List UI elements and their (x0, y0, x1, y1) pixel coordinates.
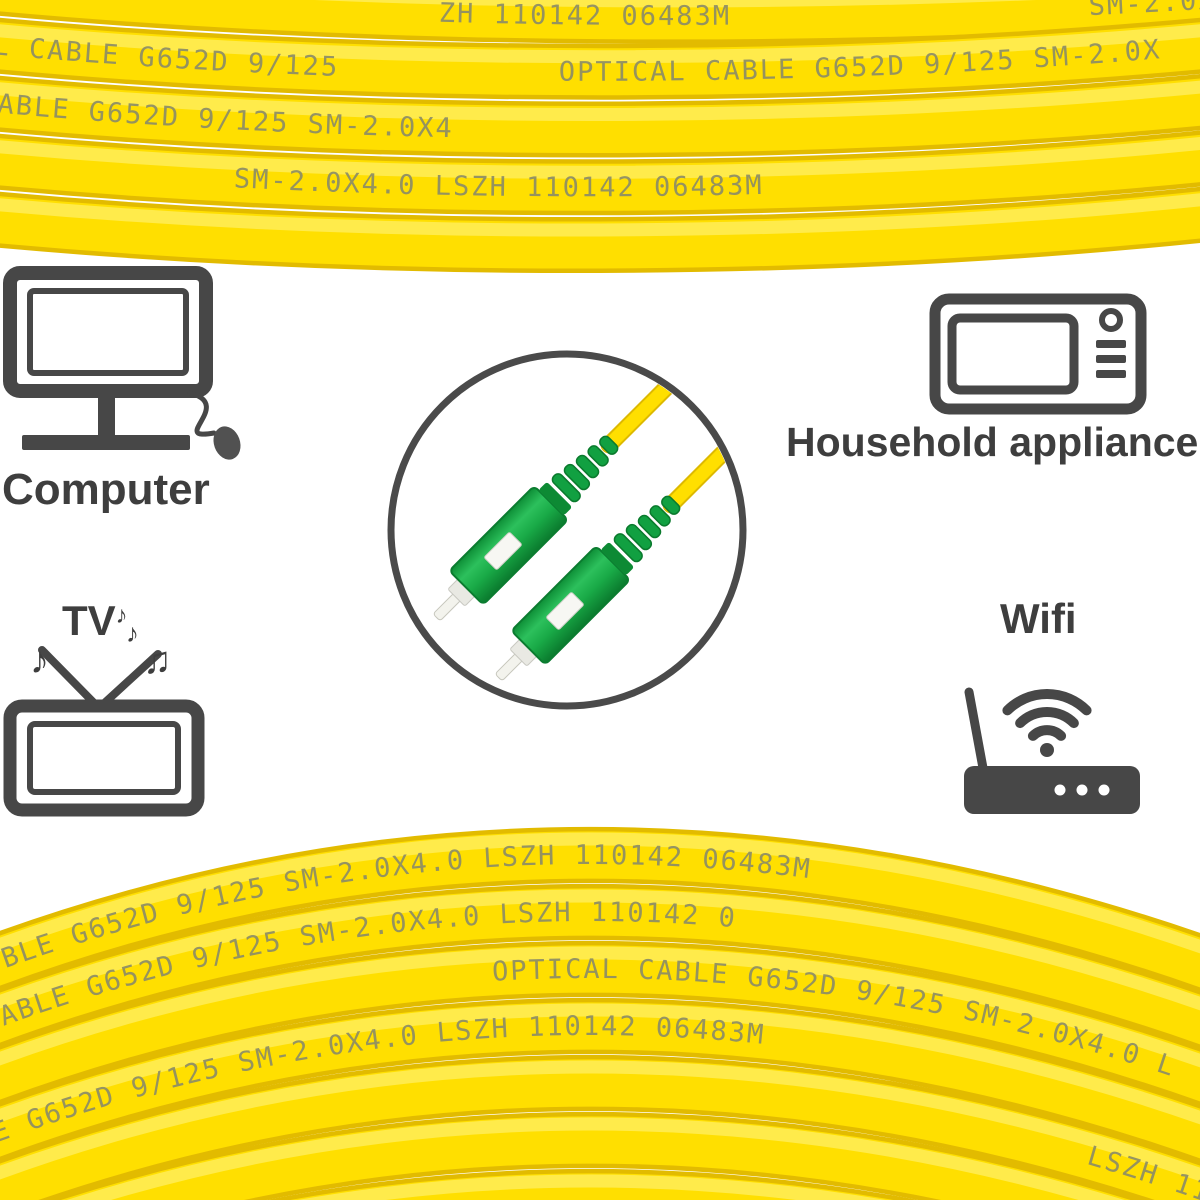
wifi-arc-outer (1002, 689, 1092, 716)
microwave-knob (1099, 308, 1123, 332)
router-body (964, 766, 1140, 814)
tv-label-text: TV (62, 597, 116, 644)
top-cable-coil: ZH 110142 06483M SM-2.0X AL CABLE G652D … (0, 0, 1200, 245)
wifi-router-icon (964, 687, 1140, 814)
tv-icon (3, 646, 205, 817)
tv-body (3, 699, 205, 817)
router-led (1054, 784, 1066, 796)
inset-circle-border (387, 350, 747, 710)
monitor-screen (27, 288, 189, 376)
music-note-icon: ♪ (30, 640, 49, 682)
svg-text:SM-2.0X: SM-2.0X (1088, 0, 1200, 22)
sc-apc-connector-lower (480, 358, 739, 696)
tv-screen (27, 721, 181, 795)
computer-monitor-icon (3, 266, 241, 460)
music-note-icon: ♪ (126, 618, 139, 648)
tv-antenna-left (38, 646, 103, 712)
tv-label: TV♪ (62, 600, 128, 642)
music-note-icon: ♪ (115, 602, 128, 629)
music-note-icon: ♫ (143, 640, 172, 682)
router-led (1076, 784, 1088, 796)
microwave-icon (929, 293, 1147, 415)
wifi-label: Wifi (1000, 595, 1077, 642)
microwave-body (929, 293, 1147, 415)
cable-marking-text: ZH 110142 06483M (438, 0, 729, 31)
router-antenna (964, 687, 988, 773)
router-led (1098, 784, 1110, 796)
computer-label: Computer (2, 465, 210, 514)
mouse-icon (213, 426, 241, 460)
microwave-button (1096, 355, 1126, 363)
monitor-stand (98, 391, 115, 435)
wifi-dot (1040, 743, 1054, 757)
mouse-cable (187, 390, 217, 437)
microwave-button (1096, 370, 1126, 378)
cable-marking-text: SM-2.0X (1088, 0, 1200, 22)
household-appliance-label: Household appliance (786, 419, 1199, 465)
wifi-arc-inner (1027, 725, 1067, 741)
microwave-door (947, 313, 1079, 395)
wifi-arc-middle (1015, 706, 1079, 729)
svg-text:ZH 110142 06483M: ZH 110142 06483M (438, 0, 731, 31)
monitor-base (22, 435, 190, 450)
connector-inset (387, 350, 747, 710)
tv-antenna-right (95, 650, 162, 712)
microwave-button (1096, 340, 1126, 348)
